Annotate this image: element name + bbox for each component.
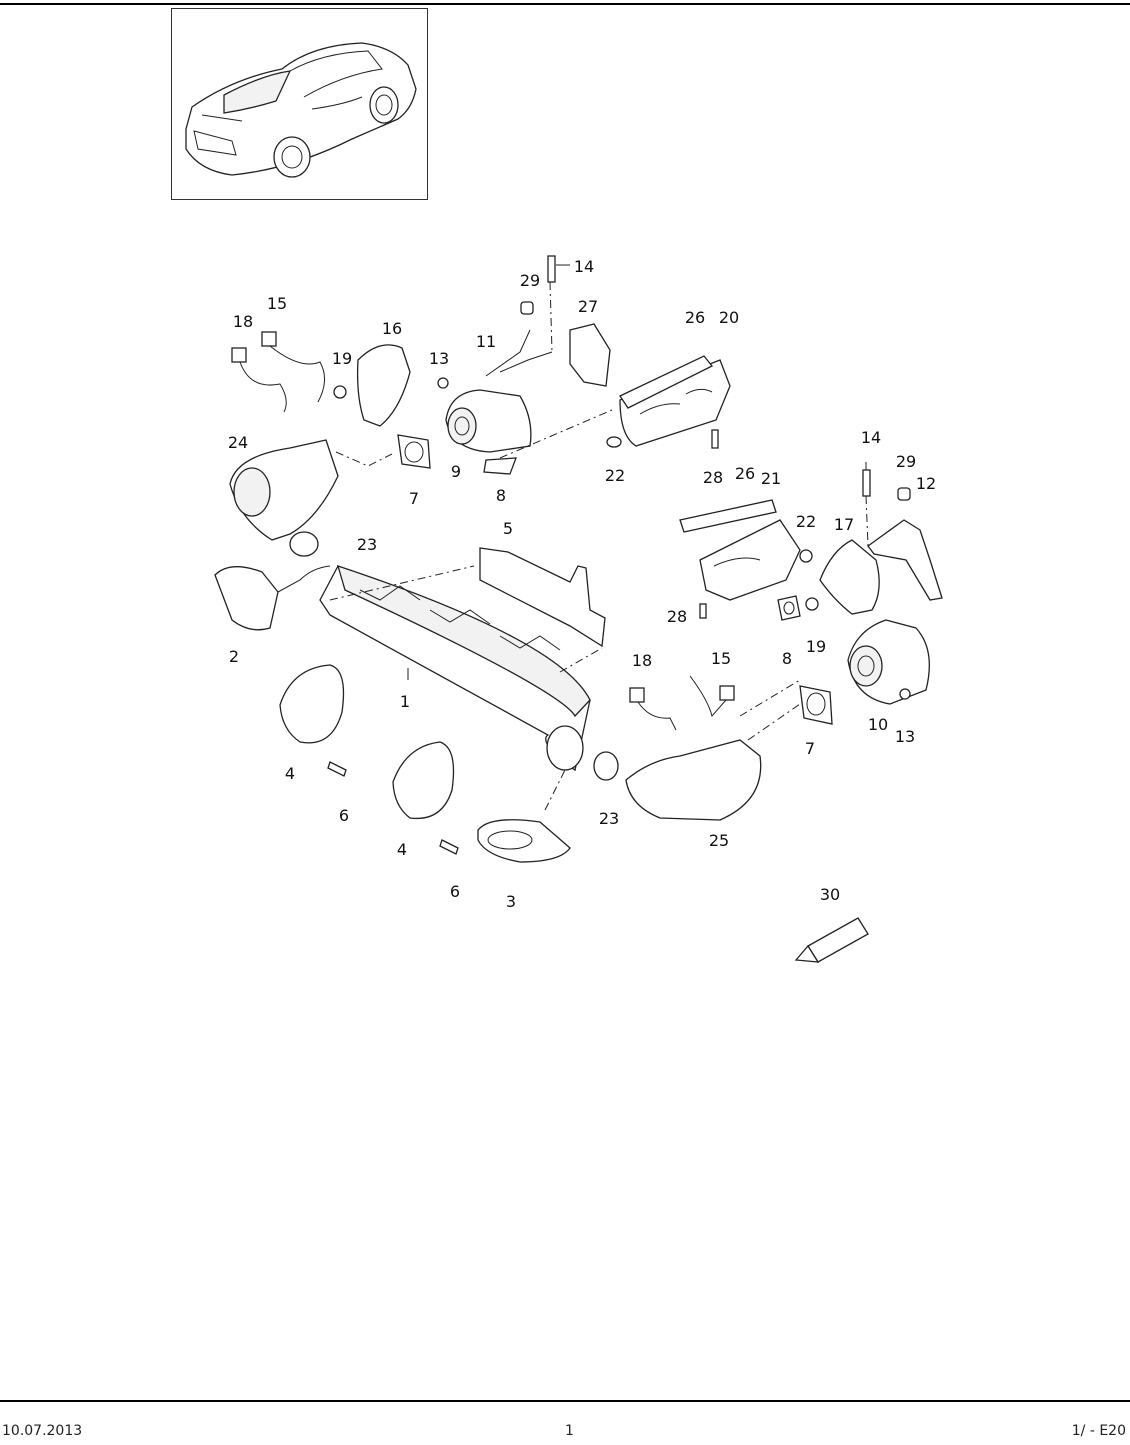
nut-19b-part	[805, 597, 819, 611]
gasket-7a-part	[397, 434, 431, 469]
callout-23b: 23	[599, 809, 619, 828]
callout-19a: 19	[332, 349, 352, 368]
callout-7a: 7	[409, 489, 419, 508]
callout-28a: 28	[703, 468, 723, 487]
manifold-gasket-right-part	[679, 499, 777, 533]
tailpipe-left-part	[214, 565, 331, 631]
turbocharger-right-part	[847, 619, 930, 705]
callout-4a: 4	[285, 764, 295, 783]
callout-15a: 15	[267, 294, 287, 313]
callout-19b: 19	[806, 637, 826, 656]
callout-16: 16	[382, 319, 402, 338]
callout-23a: 23	[357, 535, 377, 554]
stud-14b-part	[862, 469, 871, 497]
gasket-8b-part	[777, 595, 801, 621]
footer-reference: 1/ - E20	[1071, 1423, 1126, 1439]
callout-18b: 18	[632, 651, 652, 670]
catalytic-converter-right-part	[625, 739, 762, 821]
nut-29b-part	[897, 487, 911, 501]
callout-15b: 15	[711, 649, 731, 668]
callout-7b: 7	[805, 739, 815, 758]
footer-date: 10.07.2013	[2, 1423, 83, 1439]
nut-19a-part	[333, 385, 347, 399]
manifold-gasket-left-part	[619, 355, 714, 409]
main-silencer-part	[319, 564, 591, 772]
leader-lines	[329, 264, 869, 811]
nut-22a-part	[606, 436, 622, 448]
catalytic-converter-left-part	[229, 439, 339, 541]
nut-29a-part	[520, 301, 534, 315]
callout-6b: 6	[450, 882, 460, 901]
callout-26a: 26	[685, 308, 705, 327]
callout-22b: 22	[796, 512, 816, 531]
stud-28a-part	[711, 429, 719, 449]
bolt-13a-part	[437, 377, 449, 389]
callout-29b: 29	[896, 452, 916, 471]
heat-shield-left-part	[279, 664, 345, 744]
sports-coupe-car-icon	[185, 42, 417, 178]
bracket-part	[479, 547, 606, 648]
top-rule	[0, 3, 1130, 5]
callout-3: 3	[506, 892, 516, 911]
oxygen-sensor-right-part	[629, 675, 735, 731]
callout-29a: 29	[520, 271, 540, 290]
callout-14a: 14	[574, 257, 594, 276]
bracket-12-part	[867, 519, 943, 601]
callout-13b: 13	[895, 727, 915, 746]
callout-26b: 26	[735, 464, 755, 483]
footer-page-marker: 1	[565, 1423, 574, 1439]
callout-30: 30	[820, 885, 840, 904]
callout-9: 9	[451, 462, 461, 481]
callout-27: 27	[578, 297, 598, 316]
heat-shield-right-part	[392, 741, 455, 820]
gasket-7b-part	[799, 685, 833, 725]
exhaust-manifold-right-part	[699, 519, 801, 601]
callout-24: 24	[228, 433, 248, 452]
callout-2: 2	[229, 647, 239, 666]
callout-22a: 22	[605, 466, 625, 485]
callout-5: 5	[503, 519, 513, 538]
callout-8a: 8	[496, 486, 506, 505]
assembly-paste-tube-part	[794, 917, 869, 963]
bolt-6a-part	[327, 761, 347, 777]
callout-20: 20	[719, 308, 739, 327]
callout-1: 1	[400, 692, 410, 711]
callout-4b: 4	[397, 840, 407, 859]
callout-10: 10	[868, 715, 888, 734]
callout-28b: 28	[667, 607, 687, 626]
manifold-heat-shield-part	[569, 323, 611, 387]
nut-22b-part	[799, 549, 813, 563]
callout-11: 11	[476, 332, 496, 351]
callout-21: 21	[761, 469, 781, 488]
callout-6a: 6	[339, 806, 349, 825]
callout-18a: 18	[233, 312, 253, 331]
bolt-13b-part	[899, 688, 911, 700]
turbo-heat-shield-left-part	[356, 344, 411, 427]
callout-17: 17	[834, 515, 854, 534]
turbocharger-left-part	[445, 389, 532, 453]
bottom-rule	[0, 1400, 1130, 1402]
exhaust-manifold-left-part	[619, 359, 731, 447]
stud-28b-part	[699, 603, 707, 619]
tailpipe-right-part	[477, 819, 571, 863]
bolt-6b-part	[439, 839, 459, 855]
bracket-11-part	[485, 329, 553, 377]
stud-14a-part	[547, 255, 556, 283]
vehicle-thumbnail	[171, 8, 428, 200]
clamp-23a-part	[289, 531, 319, 557]
page-footer: 10.07.2013 1 1/ - E20	[0, 1415, 1130, 1445]
callout-25: 25	[709, 831, 729, 850]
clamp-23b-part	[593, 751, 619, 781]
callout-14b: 14	[861, 428, 881, 447]
gasket-8a-part	[483, 457, 517, 475]
callout-labels: 1 2 3 4 4 5 6 6 7 7 8 8 9 10 11 12 13 13…	[228, 257, 936, 911]
oxygen-sensor-left-part	[231, 331, 325, 413]
callout-12: 12	[916, 474, 936, 493]
callout-13a: 13	[429, 349, 449, 368]
turbo-heat-shield-right-part	[819, 539, 880, 615]
callout-8b: 8	[782, 649, 792, 668]
